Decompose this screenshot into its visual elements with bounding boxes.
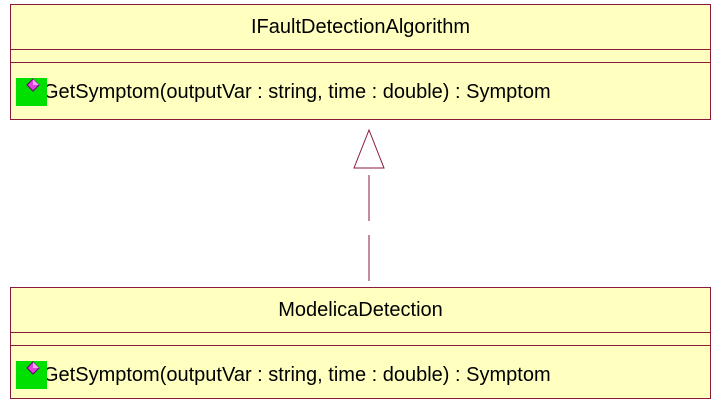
- operation-signature: GetSymptom(outputVar : string, time : do…: [43, 363, 551, 386]
- realization-arrowhead-icon: [353, 128, 385, 169]
- public-operation-icon: [16, 361, 47, 389]
- operations-compartment: GetSymptom(outputVar : string, time : do…: [11, 63, 710, 119]
- class-name: IFaultDetectionAlgorithm: [11, 5, 710, 50]
- class-ifaultdetectionalgorithm[interactable]: IFaultDetectionAlgorithm GetSymptom(outp…: [10, 4, 711, 120]
- operations-compartment: GetSymptom(outputVar : string, time : do…: [11, 346, 710, 398]
- operation-signature: GetSymptom(outputVar : string, time : do…: [43, 80, 551, 103]
- operation-row[interactable]: GetSymptom(outputVar : string, time : do…: [16, 361, 551, 389]
- class-modelicadetection[interactable]: ModelicaDetection GetSymptom(outputVar :…: [10, 287, 711, 399]
- operation-row[interactable]: GetSymptom(outputVar : string, time : do…: [16, 78, 551, 106]
- class-name: ModelicaDetection: [11, 288, 710, 333]
- public-operation-icon: [16, 78, 47, 106]
- attributes-compartment: [11, 333, 710, 346]
- attributes-compartment: [11, 50, 710, 63]
